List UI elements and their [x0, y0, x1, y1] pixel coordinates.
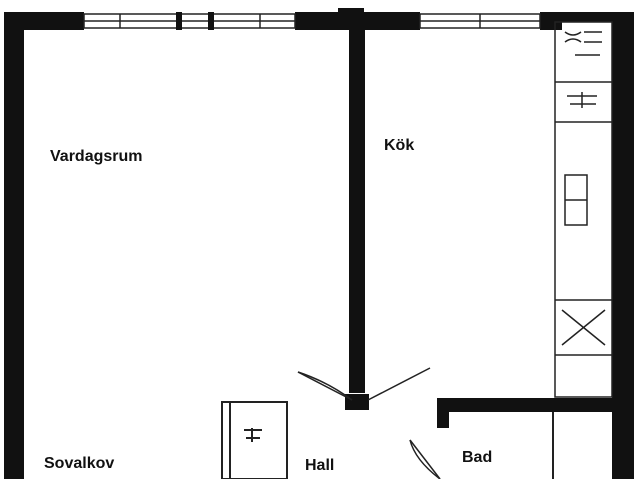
wall-bathroom-top [437, 398, 615, 412]
door-swings [297, 367, 441, 480]
wall-bathroom-left [437, 398, 449, 428]
freezer-symbol [567, 92, 597, 108]
door-kitchen-right [367, 367, 431, 401]
wall-living-kitchen [349, 18, 365, 393]
room-label-hall: Hall [305, 457, 335, 474]
interior-walls [345, 18, 615, 428]
cabinet-symbol [244, 428, 262, 442]
hall-cabinet [221, 401, 288, 480]
top-right-corner [560, 12, 634, 22]
right-outer-wall [612, 12, 634, 479]
counter-outline [554, 21, 613, 398]
kitchen-counter [554, 21, 613, 398]
top-outer-wall-right [540, 12, 562, 30]
fridge-symbol [564, 31, 602, 56]
room-label-living-room: Vardagsrum [50, 148, 143, 165]
room-label-sleeping-alcove: Sovalkov [44, 455, 115, 472]
room-label-kitchen: Kök [384, 137, 415, 154]
door-kitchen-left [297, 371, 353, 401]
top-outer-wall-left [4, 12, 84, 30]
room-label-bathroom: Bad [462, 449, 493, 466]
left-outer-wall [4, 12, 24, 479]
door-bathroom [409, 439, 441, 480]
outer-walls [4, 12, 634, 479]
windows [83, 13, 541, 29]
